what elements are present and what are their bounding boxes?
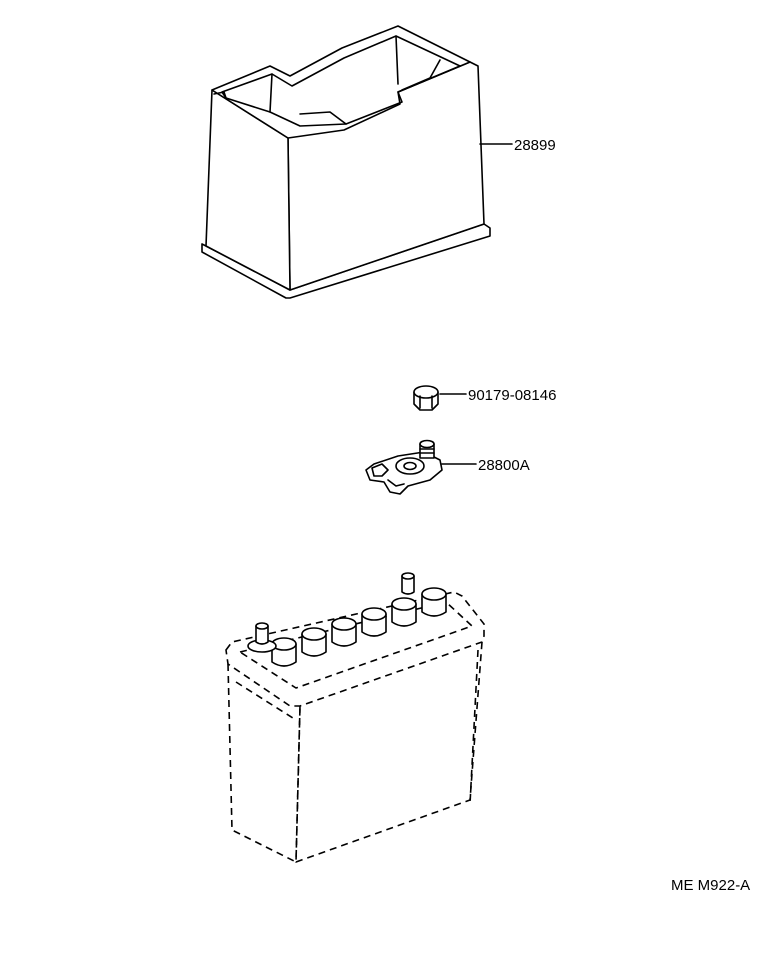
battery-reference <box>225 572 485 863</box>
part-label-28800a: 28800A <box>478 457 530 474</box>
diagram-code: ME M922-A <box>671 877 750 894</box>
nut-90179-08146 <box>413 385 467 411</box>
terminal-clamp-28800a <box>365 439 477 495</box>
battery-cover-28899 <box>201 25 513 299</box>
part-label-90179-08146: 90179-08146 <box>468 387 556 404</box>
part-label-28899: 28899 <box>514 137 556 154</box>
